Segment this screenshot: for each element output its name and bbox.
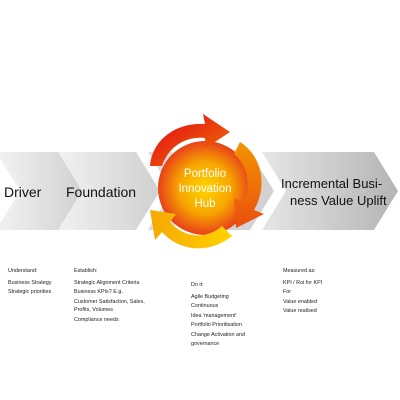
list-item: governance xyxy=(191,340,220,347)
hub-label-3: Hub xyxy=(194,198,215,210)
column-heading: Measured as: xyxy=(283,268,316,274)
circular-arrows-icon xyxy=(150,114,264,249)
column-measured: Measured as: KPI / Roi for KPI For Value… xyxy=(283,267,363,316)
list-item: Business KPIs? E.g. xyxy=(74,289,123,296)
chevron-small-1 xyxy=(0,152,38,230)
stage-label-value-uplift-2: ness Value Uplift xyxy=(290,193,387,208)
list-item: Profits, Volumes xyxy=(74,307,113,314)
column-understand: Understand: Business Strategy Strategic … xyxy=(8,267,70,297)
list-item: Strategic Alignment Criteria xyxy=(74,279,140,286)
chevron-driver xyxy=(0,152,86,230)
list-item: Continuous xyxy=(191,303,219,310)
arrow-red xyxy=(150,114,230,166)
chevron-value-uplift xyxy=(262,152,398,230)
innovation-hub: Portfolio Innovation Hub xyxy=(150,114,264,249)
list-item: Customer Satisfaction, Sales, xyxy=(74,298,145,305)
list-item: Value realised xyxy=(283,308,317,315)
list-item: Idea 'management' xyxy=(191,312,237,319)
list-item: Business Strategy xyxy=(8,279,52,286)
arrow-orange xyxy=(234,142,264,228)
stage-label-driver: Driver xyxy=(4,184,42,200)
hub-label-1: Portfolio xyxy=(184,168,226,180)
list-item: Compliance needs xyxy=(74,316,119,323)
stage-label-foundation: Foundation xyxy=(66,184,136,200)
list-item: For xyxy=(283,289,292,296)
list-item: Portfolio Prioritisation xyxy=(191,322,242,329)
list-item: Change Activation and xyxy=(191,331,245,338)
column-heading: Establish: xyxy=(74,268,98,274)
list-item: Strategic priorities xyxy=(8,289,52,296)
column-heading: Understand: xyxy=(8,268,38,274)
list-item: KPI / Roi for KPI xyxy=(283,279,323,286)
column-establish: Establish: Strategic Alignment Criteria … xyxy=(74,267,166,325)
column-heading: Do it: xyxy=(191,282,204,288)
column-do-it: Do it: Agile Budgeting Continuous Idea '… xyxy=(191,281,273,348)
hub-label-2: Innovation xyxy=(178,183,231,195)
arrow-yellow xyxy=(150,210,232,249)
stage-label-value-uplift-1: Incremental Busi- xyxy=(281,176,382,191)
chevron-foundation xyxy=(58,152,160,230)
hub-circle xyxy=(158,141,252,235)
list-item: Agile Budgeting xyxy=(191,293,229,300)
list-item: Value enabled xyxy=(283,298,318,305)
